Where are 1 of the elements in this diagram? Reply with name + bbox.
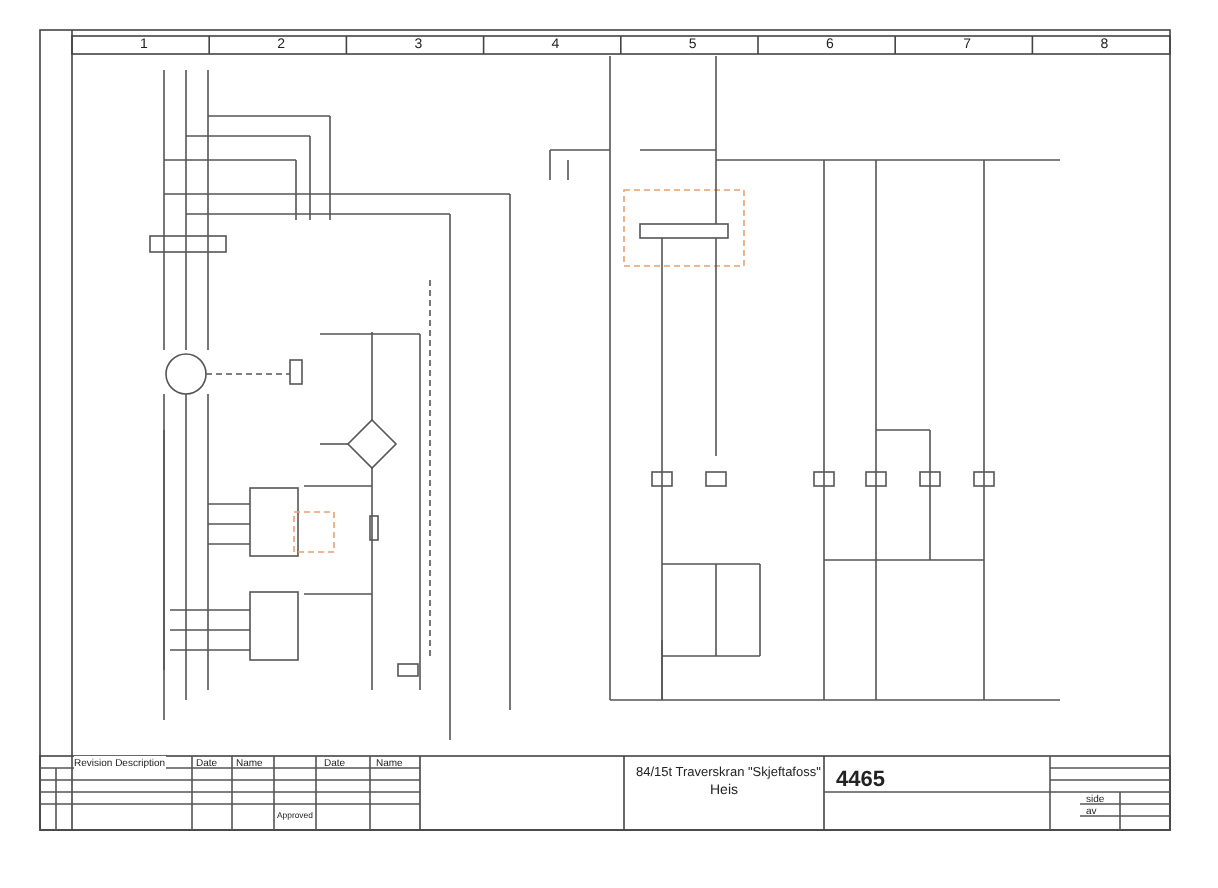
drawing-number: 4465 — [836, 768, 885, 792]
